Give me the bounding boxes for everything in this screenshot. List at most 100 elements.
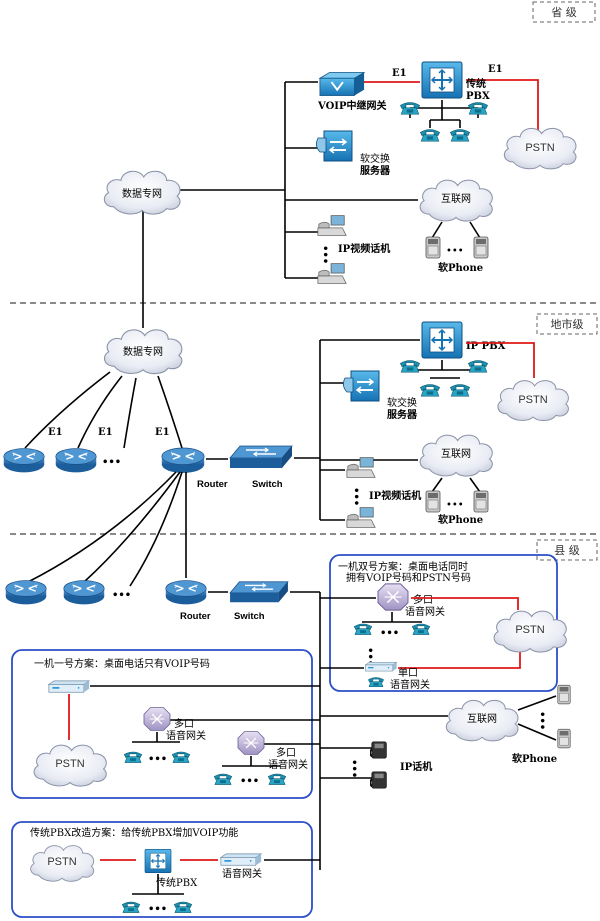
softphone-label: 软Phone	[438, 513, 483, 526]
ellipsis: •••	[536, 711, 547, 730]
phone-icon	[411, 623, 431, 635]
ellipsis: •••	[364, 647, 375, 666]
e1-label: E1	[392, 68, 407, 79]
e1-label: E1	[155, 427, 170, 438]
e1-label: E1	[488, 64, 503, 75]
svg-text:地市级: 地市级	[551, 317, 584, 331]
ip-video-phone-icon	[317, 263, 347, 284]
phone-icon	[171, 751, 191, 763]
traditional-pbx	[421, 61, 463, 99]
router-icon	[165, 579, 207, 606]
softswitch-label: 服务器	[360, 164, 391, 177]
phone-icon	[449, 129, 471, 142]
gateway-label: 语音网关	[268, 758, 308, 771]
phone-icon	[399, 360, 421, 373]
softswitch-server	[343, 370, 380, 402]
phone-icon	[467, 102, 489, 115]
tier-label-city: 地市级	[536, 313, 598, 335]
phone-icon	[267, 773, 287, 785]
ellipsis: •••	[319, 245, 330, 264]
phone-icon	[121, 901, 141, 913]
softphone-icon	[473, 236, 489, 259]
ellipsis: •••	[446, 500, 464, 511]
softswitch-server	[316, 130, 353, 162]
phone-icon	[123, 751, 143, 763]
county-tier: ••• Router Switch 一机双号方案：桌面电话同时 拥有VOIP号码…	[5, 554, 571, 918]
ip-pbx-label: IP PBX	[466, 341, 506, 352]
internet-label: 互联网	[467, 713, 497, 725]
phone-icon	[419, 384, 441, 397]
multi-port-gateway	[377, 583, 409, 611]
softphone-icon	[557, 684, 571, 705]
multi-port-gateway	[237, 730, 265, 756]
softphone-icon	[425, 490, 441, 513]
phone-icon	[419, 129, 441, 142]
internet-label: 互联网	[441, 448, 471, 460]
router-label: Router	[180, 611, 211, 622]
dual-number-panel: 一机双号方案：桌面电话同时 拥有VOIP号码和PSTN号码 多口 语音网关 ••…	[320, 554, 567, 692]
ip-video-phone-label: IP视频话机	[338, 242, 390, 255]
phone-icon	[368, 677, 384, 688]
ellipsis: •••	[102, 457, 121, 468]
single-number-title: 一机一号方案：桌面电话只有VOIP号码	[34, 657, 210, 670]
pbx-retrofit-panel: 传统PBX改造方案：给传统PBX增加VOIP功能 PSTN 传统PBX 语音网关…	[11, 821, 320, 918]
single-number-panel: 一机一号方案：桌面电话只有VOIP号码 PSTN 多口 语音网关 ••• 多口 …	[11, 649, 320, 799]
ip-phone-label: IP话机	[400, 760, 432, 773]
voip-gateway-label: VOIP中继网关	[317, 99, 387, 112]
pbx-label: PBX	[466, 91, 490, 102]
pstn-label: PSTN	[525, 142, 554, 154]
ip-video-phone-icon	[346, 507, 376, 528]
ip-video-phone-label: IP视频话机	[369, 489, 421, 502]
softphone-label: 软Phone	[438, 261, 483, 274]
dual-number-title: 一机双号方案：桌面电话同时	[338, 560, 468, 573]
tier-label-province: 省 级	[532, 1, 596, 23]
pbx-label: 传统	[465, 77, 486, 90]
internet-label: 互联网	[441, 193, 471, 205]
single-port-gateway	[364, 661, 398, 672]
router-icon	[3, 447, 45, 474]
phone-icon	[353, 623, 373, 635]
switch-icon	[229, 445, 293, 469]
softswitch-label: 软交换	[360, 152, 390, 165]
city-tier: 数据专网 E1 E1 E1 ••• Router Switch IP PBX	[3, 321, 569, 587]
pstn-label: PSTN	[515, 624, 544, 636]
switch-label: Switch	[252, 479, 283, 490]
gateway-label: 多口	[174, 717, 194, 730]
single-port-gateway	[47, 680, 91, 694]
switch-label: Switch	[234, 611, 265, 622]
router-icon	[63, 579, 105, 606]
softphone-icon	[473, 490, 489, 513]
softswitch-label: 软交换	[387, 396, 417, 409]
pbx-label: 传统PBX	[156, 876, 198, 889]
data-network-label: 数据专网	[122, 187, 162, 200]
phone-icon	[399, 102, 421, 115]
softphone-icon	[425, 236, 441, 259]
gateway-label: 多口	[413, 593, 433, 606]
voip-trunk-gateway	[318, 71, 366, 97]
switch-icon	[229, 581, 289, 603]
ellipsis: •••	[350, 487, 361, 506]
traditional-pbx	[144, 848, 172, 874]
ellipsis: •••	[148, 904, 167, 915]
phone-icon	[173, 901, 193, 913]
ip-pbx	[421, 321, 463, 359]
ip-video-phone-icon	[317, 215, 347, 236]
gateway-label: 单口	[398, 667, 418, 679]
gateway-label: 语音网关	[405, 605, 445, 618]
softphone-icon	[557, 728, 571, 749]
tier-label-county: 县 级	[536, 539, 598, 561]
router-label: Router	[197, 479, 228, 490]
router-icon	[5, 579, 47, 606]
ellipsis: •••	[446, 246, 464, 257]
dual-number-subtitle: 拥有VOIP号码和PSTN号码	[346, 571, 471, 584]
phone-icon	[467, 360, 489, 373]
ellipsis: •••	[240, 776, 259, 787]
multi-port-gateway	[143, 706, 171, 732]
svg-text:县 级: 县 级	[554, 544, 580, 557]
router-icon	[161, 447, 205, 474]
ellipsis: •••	[380, 628, 399, 639]
pstn-label: PSTN	[47, 856, 76, 868]
gateway-label: 语音网关	[166, 729, 206, 742]
voice-gateway	[219, 853, 263, 867]
